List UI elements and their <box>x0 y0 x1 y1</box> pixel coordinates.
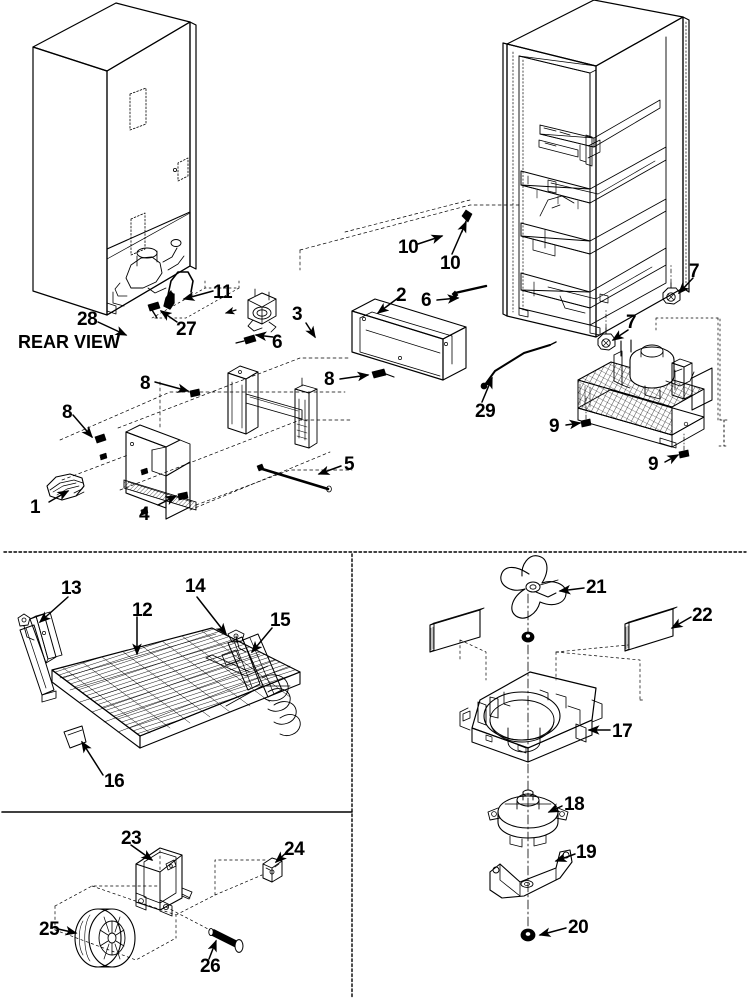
part-25-roller-wheel <box>74 908 136 968</box>
callout-18[interactable]: 18 <box>564 794 585 815</box>
callout-10a[interactable]: 10 <box>398 237 419 258</box>
roller-assembly <box>54 847 283 968</box>
callout-9a[interactable]: 9 <box>549 416 560 437</box>
callout-9b[interactable]: 9 <box>648 454 659 475</box>
part-18-fan-motor <box>487 789 569 848</box>
part-20-motor-nut <box>520 928 536 942</box>
callout-26[interactable]: 26 <box>200 956 221 977</box>
part-2-toe-grille-bracket <box>351 298 467 381</box>
callout-29[interactable]: 29 <box>475 401 496 422</box>
part-1-drain-trough-cover <box>46 473 85 501</box>
rear-view-cabinet <box>32 2 240 319</box>
callout-5[interactable]: 5 <box>344 454 355 475</box>
callout-16[interactable]: 16 <box>104 771 125 792</box>
callout-21[interactable]: 21 <box>586 577 607 598</box>
part-13-bracket-left <box>17 611 63 703</box>
part-3-defrost-timer-motor <box>224 288 277 333</box>
callout-11[interactable]: 11 <box>213 282 233 303</box>
callout-20[interactable]: 20 <box>568 917 589 938</box>
part-11-drain-hose <box>163 271 194 310</box>
callout-6b[interactable]: 6 <box>421 290 432 311</box>
callout-19[interactable]: 19 <box>576 842 597 863</box>
part-29-ground-wire <box>480 341 557 390</box>
callout-7b[interactable]: 7 <box>626 312 637 333</box>
part-26-axle-pin <box>208 927 244 953</box>
callout-25[interactable]: 25 <box>39 919 60 940</box>
part-24-roller-clip <box>262 857 283 883</box>
callout-15[interactable]: 15 <box>270 610 291 631</box>
callout-13[interactable]: 13 <box>61 578 82 599</box>
callout-27[interactable]: 27 <box>176 319 197 340</box>
leader-lines <box>38 220 694 960</box>
part-15-suction-tube-assembly <box>205 633 301 737</box>
callout-7a[interactable]: 7 <box>689 261 700 282</box>
evaporator-assembly <box>17 611 301 749</box>
part-22-insulation-pad-left <box>429 607 485 653</box>
callout-14[interactable]: 14 <box>185 576 206 597</box>
condenser-fan-assembly <box>429 555 678 942</box>
part-21-fan-blade <box>500 555 567 619</box>
callout-6a[interactable]: 6 <box>272 332 283 353</box>
cabinet-interior-frame <box>502 0 731 447</box>
slotted-column-right <box>294 377 318 449</box>
fan-retainer-nut <box>521 631 535 643</box>
callout-8b[interactable]: 8 <box>140 373 151 394</box>
part-7-front-roller-caster-right <box>662 282 681 305</box>
view-label-rear-view: REAR VIEW <box>18 332 121 352</box>
callout-1[interactable]: 1 <box>30 497 41 518</box>
part-16-drain-tab <box>63 725 87 749</box>
part-8-screw-mid <box>189 388 201 398</box>
part-23-roller-bracket <box>135 847 193 917</box>
callout-28[interactable]: 28 <box>77 309 98 330</box>
part-6-screw-timer <box>235 334 257 345</box>
support-bracket-center <box>227 365 303 435</box>
callout-17[interactable]: 17 <box>612 721 633 742</box>
part-27-drain-hose-clamp <box>147 301 161 319</box>
part-9-screw-lower <box>678 431 690 459</box>
part-22-insulation-pad-right <box>624 606 678 652</box>
part-5-drain-tube <box>256 463 332 493</box>
part-6-rod-right <box>451 284 488 299</box>
callout-8c[interactable]: 8 <box>324 369 335 390</box>
callout-10b[interactable]: 10 <box>440 253 461 274</box>
callout-8a[interactable]: 8 <box>62 402 73 423</box>
callout-2[interactable]: 2 <box>396 285 407 306</box>
part-9-screw-upper <box>580 397 592 428</box>
part-8-screw-right <box>371 368 395 379</box>
part-19-motor-bracket <box>489 849 573 899</box>
callout-3[interactable]: 3 <box>292 304 303 325</box>
compressor-condenser-assembly <box>577 339 713 449</box>
part-7-front-roller-caster-left <box>597 327 616 351</box>
callout-12[interactable]: 12 <box>132 600 153 621</box>
part-17-fan-shroud <box>459 671 603 763</box>
part-8-screw-left <box>94 433 107 444</box>
callout-23[interactable]: 23 <box>121 828 142 849</box>
callout-4[interactable]: 4 <box>139 504 150 525</box>
callout-22[interactable]: 22 <box>692 605 713 626</box>
callout-24[interactable]: 24 <box>284 839 305 860</box>
